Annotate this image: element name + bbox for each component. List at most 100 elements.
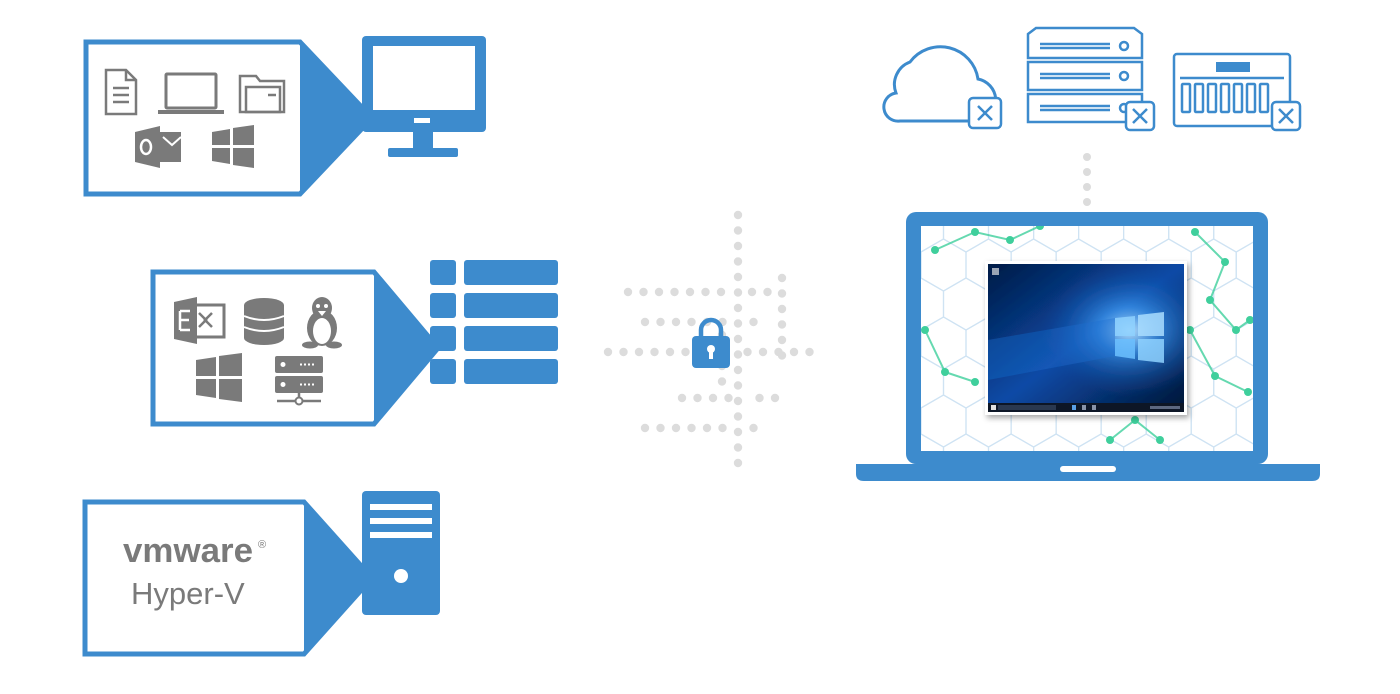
network-hex — [1123, 433, 1170, 451]
network-hex — [1056, 161, 1101, 213]
network-hex — [1168, 433, 1215, 451]
transfer-dot — [777, 289, 787, 298]
transfer-dot — [789, 347, 799, 357]
folder-icon — [238, 74, 286, 114]
transfer-dot — [755, 393, 764, 403]
transfer-dot — [708, 393, 718, 403]
transfer-dot — [733, 350, 743, 359]
transfer-dot — [733, 443, 743, 452]
network-server-icon — [275, 356, 323, 406]
transfer-dot — [743, 347, 752, 357]
network-node — [941, 368, 949, 376]
connector-badge-icon — [967, 96, 1003, 130]
transfer-dot — [733, 257, 743, 266]
network-node — [1244, 388, 1252, 396]
transfer-dot — [634, 347, 644, 357]
network-hex — [854, 278, 899, 330]
transfer-dot — [777, 304, 787, 314]
windows-icon — [212, 125, 254, 168]
transfer-dot — [777, 351, 787, 360]
linux-icon — [302, 297, 342, 349]
network-node — [1221, 258, 1229, 266]
network-hex — [1191, 161, 1236, 213]
source-workstation — [83, 36, 486, 197]
network-node — [1036, 226, 1044, 230]
network-node — [1106, 436, 1114, 444]
transfer-dot — [639, 287, 648, 297]
exchange-icon — [174, 297, 226, 344]
network-hex — [854, 200, 899, 252]
registered-mark: ® — [258, 539, 266, 551]
transfer-dot — [733, 319, 743, 328]
document-icon — [104, 68, 138, 116]
network-node — [1246, 316, 1253, 324]
vmware-logo: vmware — [123, 532, 253, 570]
transfer-dot — [763, 287, 772, 297]
nas-icon — [1172, 52, 1302, 132]
transfer-dot — [733, 334, 743, 344]
network-hex — [1281, 239, 1326, 291]
network-hex — [1011, 161, 1056, 213]
transfer-dot — [681, 347, 690, 357]
transfer-dot — [770, 393, 780, 403]
destination-laptop — [854, 161, 1326, 481]
transfer-dot — [733, 303, 743, 313]
network-node — [931, 246, 939, 254]
desktop-monitor-icon — [362, 36, 486, 157]
transfer-dot — [733, 427, 743, 437]
server-list-icon — [430, 260, 558, 384]
transfer-dot — [693, 393, 702, 403]
transfer-dot — [733, 365, 743, 375]
network-hex — [1281, 317, 1326, 369]
network-hex — [1281, 395, 1326, 447]
network-hex — [854, 356, 899, 408]
windows-desktop-screenshot — [985, 261, 1187, 415]
server-tower-icon — [362, 491, 440, 615]
transfer-dot — [777, 273, 787, 283]
transfer-dot — [623, 287, 633, 297]
network-hex — [966, 161, 1011, 213]
network-node — [1211, 372, 1219, 380]
transfer-dot — [805, 347, 814, 357]
transfer-dot — [733, 288, 743, 297]
source-server-applications — [150, 260, 558, 427]
transfer-dot — [650, 347, 659, 357]
network-node — [1156, 436, 1164, 444]
transfer-dot — [733, 396, 743, 406]
transfer-dot — [640, 317, 650, 327]
transfer-dot — [733, 272, 743, 282]
network-hex — [1078, 433, 1125, 451]
transfer-dot — [777, 320, 787, 329]
transfer-dot — [656, 317, 665, 327]
network-hex — [1213, 433, 1253, 451]
transfer-dot — [724, 393, 733, 403]
transfer-dot — [749, 317, 758, 327]
transfer-dot — [749, 423, 758, 433]
connector-badge-icon — [1124, 100, 1156, 132]
network-node — [1232, 326, 1240, 334]
transfer-dot — [716, 287, 726, 297]
transfer-dot — [687, 317, 696, 327]
transfer-dot — [733, 210, 743, 220]
network-node — [971, 378, 979, 386]
transfer-dot — [702, 423, 712, 433]
outlook-icon — [135, 126, 182, 168]
transfer-dot — [758, 347, 768, 357]
transfer-dot — [687, 423, 696, 433]
network-hex — [876, 161, 921, 213]
transfer-dot — [733, 412, 743, 421]
windows-logo-light — [988, 312, 1164, 380]
transfer-dot — [701, 287, 710, 297]
transfer-dot — [718, 423, 727, 433]
network-hex — [1236, 161, 1281, 213]
network-hex — [1146, 161, 1191, 213]
network-node — [921, 326, 929, 334]
network-link — [934, 226, 1041, 251]
transfer-dot — [777, 335, 787, 345]
transfer-dot — [665, 347, 675, 357]
transfer-dot — [654, 287, 664, 297]
transfer-dot — [733, 381, 743, 390]
transfer-dot — [733, 226, 743, 235]
network-hex — [1101, 161, 1146, 213]
transfer-dot — [656, 423, 665, 433]
